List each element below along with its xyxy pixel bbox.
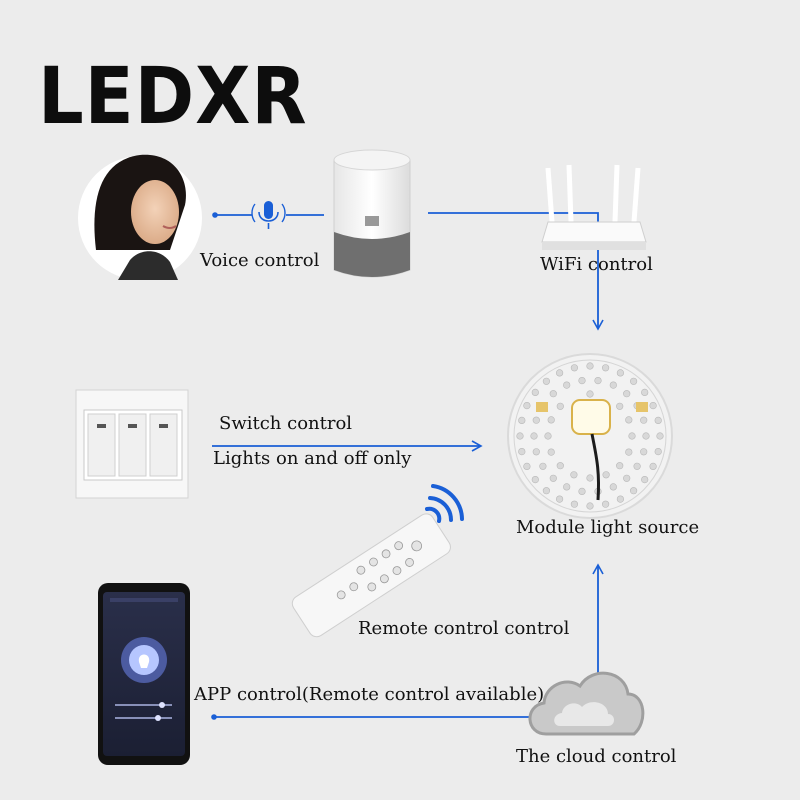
led-chip bbox=[601, 500, 610, 508]
led-chip bbox=[516, 432, 524, 440]
wireless-signal-icon bbox=[425, 484, 464, 523]
led-chip bbox=[629, 377, 638, 385]
led-chip bbox=[640, 448, 648, 456]
smart-speaker-illustration bbox=[333, 149, 411, 278]
led-chip bbox=[578, 377, 586, 385]
led-chip bbox=[547, 416, 555, 424]
led-chip bbox=[542, 487, 551, 495]
led-chip bbox=[601, 364, 610, 372]
voice-control-label: Voice control bbox=[200, 250, 320, 271]
wifi-router-illustration bbox=[541, 164, 647, 250]
led-chip bbox=[616, 369, 625, 377]
led-chip bbox=[586, 474, 594, 482]
led-chip bbox=[578, 487, 586, 496]
remote-control-label: Remote control control bbox=[358, 618, 570, 639]
led-chip bbox=[654, 416, 662, 425]
led-chip bbox=[523, 402, 531, 410]
led-chip bbox=[531, 476, 539, 484]
user-face-illustration bbox=[78, 154, 202, 280]
led-chip bbox=[649, 462, 657, 471]
cloud-icon bbox=[528, 671, 645, 736]
led-chip bbox=[625, 448, 633, 456]
led-chip bbox=[570, 471, 578, 479]
cloud-control-label: The cloud control bbox=[516, 746, 677, 767]
led-chip bbox=[563, 381, 571, 389]
wall-switch-illustration bbox=[75, 389, 189, 499]
led-chip bbox=[616, 462, 624, 470]
led-chip bbox=[616, 495, 625, 503]
led-chip bbox=[594, 377, 602, 385]
led-chip bbox=[641, 476, 649, 484]
led-chip bbox=[539, 462, 547, 470]
led-chip bbox=[609, 483, 617, 491]
led-chip bbox=[555, 495, 564, 503]
led-chip bbox=[544, 432, 552, 440]
led-chip bbox=[628, 432, 636, 440]
switch-control-note: Lights on and off only bbox=[213, 448, 412, 469]
led-chip bbox=[532, 416, 540, 424]
led-chip bbox=[531, 388, 539, 397]
led-chip bbox=[532, 448, 540, 456]
led-chip bbox=[625, 416, 633, 424]
app-control-label: APP control(Remote control available) bbox=[194, 684, 545, 705]
led-chip bbox=[629, 487, 638, 495]
brand-logo: LEDXR bbox=[38, 52, 308, 142]
led-chip bbox=[563, 483, 571, 491]
remote-control-illustration bbox=[291, 513, 451, 638]
led-chip bbox=[586, 362, 594, 370]
led-chip bbox=[570, 364, 579, 372]
led-chip bbox=[547, 448, 555, 456]
led-chip bbox=[633, 462, 641, 470]
led-chip bbox=[523, 462, 531, 471]
led-chip bbox=[549, 390, 557, 398]
microphone-icon bbox=[251, 201, 286, 229]
led-chip bbox=[649, 402, 657, 410]
led-chip bbox=[586, 390, 594, 398]
led-chip bbox=[641, 388, 649, 397]
led-chip bbox=[640, 416, 648, 424]
led-chip bbox=[623, 390, 631, 398]
led-chip bbox=[555, 369, 564, 377]
led-module-illustration bbox=[507, 353, 673, 519]
led-chip bbox=[518, 448, 526, 456]
led-chip bbox=[656, 432, 664, 440]
module-light-source-label: Module light source bbox=[516, 517, 700, 538]
led-chip bbox=[570, 500, 579, 508]
led-chip bbox=[609, 381, 617, 389]
led-chip bbox=[623, 474, 631, 482]
switch-control-label: Switch control bbox=[219, 413, 353, 434]
led-chip bbox=[654, 448, 662, 456]
led-chip bbox=[530, 432, 538, 440]
led-chip bbox=[556, 462, 564, 470]
led-chip bbox=[542, 377, 551, 385]
smartphone-illustration bbox=[98, 583, 190, 765]
wifi-control-label: WiFi control bbox=[540, 254, 653, 275]
led-chip bbox=[556, 402, 564, 410]
led-chip bbox=[518, 416, 526, 425]
led-chip bbox=[586, 502, 594, 510]
led-chip bbox=[602, 471, 610, 479]
led-chip bbox=[549, 474, 557, 482]
led-chip bbox=[642, 432, 650, 440]
led-chip bbox=[616, 402, 624, 410]
